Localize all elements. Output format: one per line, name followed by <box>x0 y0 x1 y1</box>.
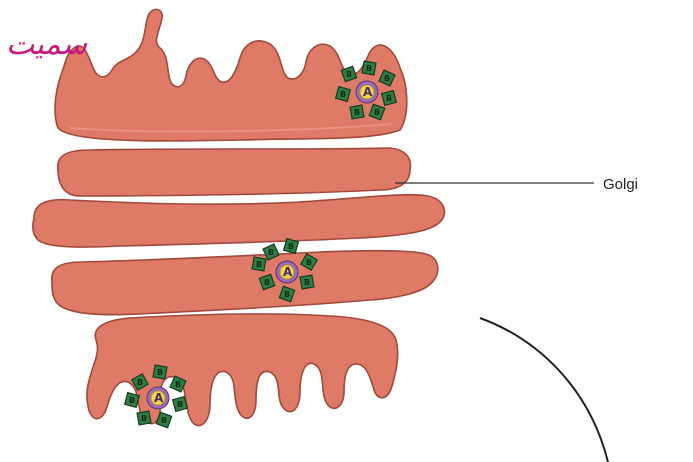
box-letter: B <box>256 260 262 269</box>
cisterna-2 <box>58 148 411 196</box>
b-box: B <box>125 393 140 408</box>
box-letter: B <box>366 64 372 73</box>
b-box: B <box>252 257 266 271</box>
b-box: B <box>362 61 376 75</box>
box-letter: B <box>268 248 274 257</box>
b-box: B <box>300 275 314 289</box>
box-letter: B <box>306 258 312 267</box>
box-letter: B <box>374 108 380 117</box>
b-box: B <box>137 411 151 425</box>
box-letter: B <box>129 396 135 405</box>
cisterna-bottom <box>87 314 398 426</box>
b-box: B <box>350 105 364 119</box>
box-letter: B <box>304 278 310 287</box>
core-letter: A <box>363 85 373 99</box>
membrane-curve <box>480 318 608 462</box>
box-letter: B <box>384 74 390 83</box>
b-box: B <box>153 365 167 379</box>
box-letter: B <box>346 70 352 79</box>
box-letter: B <box>175 380 181 389</box>
b-box: B <box>336 87 351 102</box>
box-letter: B <box>386 94 392 103</box>
b-box: B <box>382 91 397 106</box>
golgi-label: Golgi <box>603 176 638 193</box>
box-letter: B <box>141 414 147 423</box>
box-letter: B <box>157 368 163 377</box>
box-letter: B <box>161 416 167 425</box>
box-letter: B <box>288 242 294 251</box>
box-letter: B <box>264 278 270 287</box>
box-letter: B <box>340 90 346 99</box>
box-letter: B <box>284 290 290 299</box>
cisterna-3 <box>33 195 445 247</box>
core-letter: A <box>154 391 164 405</box>
b-box: B <box>284 239 299 254</box>
box-letter: B <box>177 400 183 409</box>
box-letter: B <box>354 108 360 117</box>
box-letter: B <box>137 378 143 387</box>
cisterna-4 <box>52 251 438 315</box>
core-letter: A <box>283 265 293 279</box>
signature-text: سميت <box>6 27 88 62</box>
b-box: B <box>173 397 188 412</box>
